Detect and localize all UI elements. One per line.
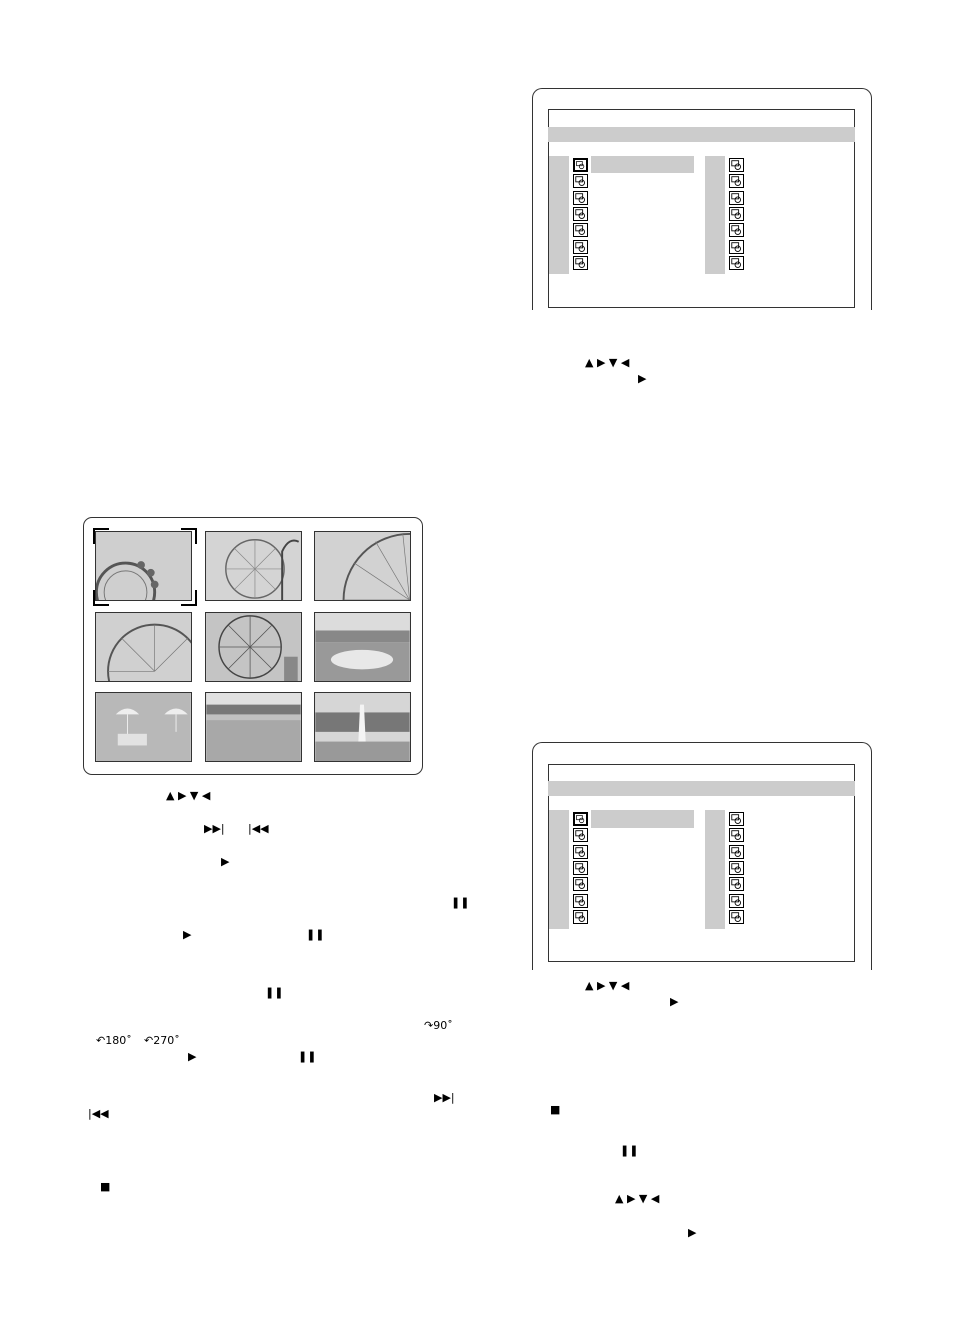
thumbnail-1[interactable] (95, 531, 192, 601)
folder-icon[interactable] (573, 223, 588, 237)
folder-icon[interactable] (729, 191, 744, 205)
stop-icon: ■ (550, 1103, 561, 1116)
play-icon: ▶ (221, 855, 230, 868)
menu-header-bar (548, 781, 855, 796)
thumbnail-3[interactable] (314, 531, 411, 601)
folder-icon[interactable] (729, 256, 744, 270)
ferris-wheel-image (96, 532, 191, 600)
folder-icon[interactable] (573, 812, 588, 826)
folder-icon[interactable] (573, 894, 588, 908)
play-icon: ▶ (638, 372, 647, 385)
thumbnail-7[interactable] (95, 692, 192, 762)
thumbnail-9[interactable] (314, 692, 411, 762)
tv-frame (532, 88, 872, 310)
pause-icon: ❚❚ (620, 1144, 639, 1157)
play-icon: ▶ (188, 1050, 197, 1063)
thumbnail-8[interactable] (205, 692, 302, 762)
parasols-image (96, 693, 191, 761)
folder-icon[interactable] (729, 877, 744, 891)
nav-arrows-icon: ▲ ▶ ▼ ◀ (166, 789, 211, 802)
thumbnail-6[interactable] (314, 612, 411, 682)
pause-icon: ❚❚ (265, 986, 284, 999)
ferris-wheel-image (315, 532, 410, 600)
folder-icon[interactable] (729, 240, 744, 254)
folder-icon[interactable] (573, 256, 588, 270)
flower-field-image (206, 693, 301, 761)
menu-screen (548, 764, 855, 962)
folder-icon[interactable] (729, 812, 744, 826)
selection-corner (93, 590, 109, 606)
folder-icon[interactable] (729, 174, 744, 188)
right-column-bar (705, 156, 725, 274)
nav-arrows-icon: ▲ ▶ ▼ ◀ (615, 1192, 660, 1205)
folder-icon[interactable] (573, 174, 588, 188)
folder-icon[interactable] (729, 828, 744, 842)
ferris-wheel-image (206, 613, 301, 681)
play-icon: ▶ (688, 1226, 697, 1239)
menu-screen (548, 109, 855, 308)
selection-corner (181, 590, 197, 606)
folder-icon[interactable] (729, 223, 744, 237)
pause-icon: ❚❚ (298, 1050, 317, 1063)
thumbnail-screen (83, 517, 423, 775)
folder-icon[interactable] (573, 158, 588, 172)
folder-icon[interactable] (729, 894, 744, 908)
left-column-bar (549, 156, 569, 274)
thumbnail-4[interactable] (95, 612, 192, 682)
tv-frame (532, 742, 872, 970)
left-column-bar (549, 810, 569, 929)
thumbnail-5[interactable] (205, 612, 302, 682)
folder-icon[interactable] (729, 861, 744, 875)
folder-icon[interactable] (573, 845, 588, 859)
selected-row-highlight (591, 156, 694, 173)
ferris-wheel-image (206, 532, 301, 600)
prev-icon: |◀◀ (88, 1107, 109, 1120)
nav-arrows-icon: ▲ ▶ ▼ ◀ (585, 979, 630, 992)
folder-icon[interactable] (573, 877, 588, 891)
next-icon: ▶▶| (204, 822, 225, 835)
right-column-bar (705, 810, 725, 929)
nav-arrows-icon: ▲ ▶ ▼ ◀ (585, 356, 630, 369)
selection-corner (181, 528, 197, 544)
pause-icon: ❚❚ (451, 896, 470, 909)
play-icon: ▶ (183, 928, 192, 941)
rotate-270-icon: ↶270˚ (144, 1034, 180, 1047)
folder-icon[interactable] (729, 207, 744, 221)
ferris-wheel-image (96, 613, 191, 681)
folder-icon[interactable] (573, 240, 588, 254)
thumbnail-2[interactable] (205, 531, 302, 601)
play-icon: ▶ (670, 995, 679, 1008)
selected-row-highlight (591, 810, 694, 828)
prev-icon: |◀◀ (248, 822, 269, 835)
folder-icon[interactable] (573, 207, 588, 221)
pause-icon: ❚❚ (306, 928, 325, 941)
next-icon: ▶▶| (434, 1091, 455, 1104)
folder-icon[interactable] (573, 828, 588, 842)
folder-icon[interactable] (729, 845, 744, 859)
folder-icon[interactable] (573, 191, 588, 205)
folder-icon[interactable] (573, 910, 588, 924)
rotate-180-icon: ↶180˚ (96, 1034, 132, 1047)
selection-corner (93, 528, 109, 544)
folder-icon[interactable] (729, 158, 744, 172)
folder-icon[interactable] (573, 861, 588, 875)
garden-image (315, 613, 410, 681)
rotate-90-icon: ↷90˚ (424, 1019, 453, 1032)
stop-icon: ■ (100, 1180, 111, 1193)
folder-icon[interactable] (729, 910, 744, 924)
menu-header-bar (548, 127, 855, 142)
fountain-image (315, 693, 410, 761)
